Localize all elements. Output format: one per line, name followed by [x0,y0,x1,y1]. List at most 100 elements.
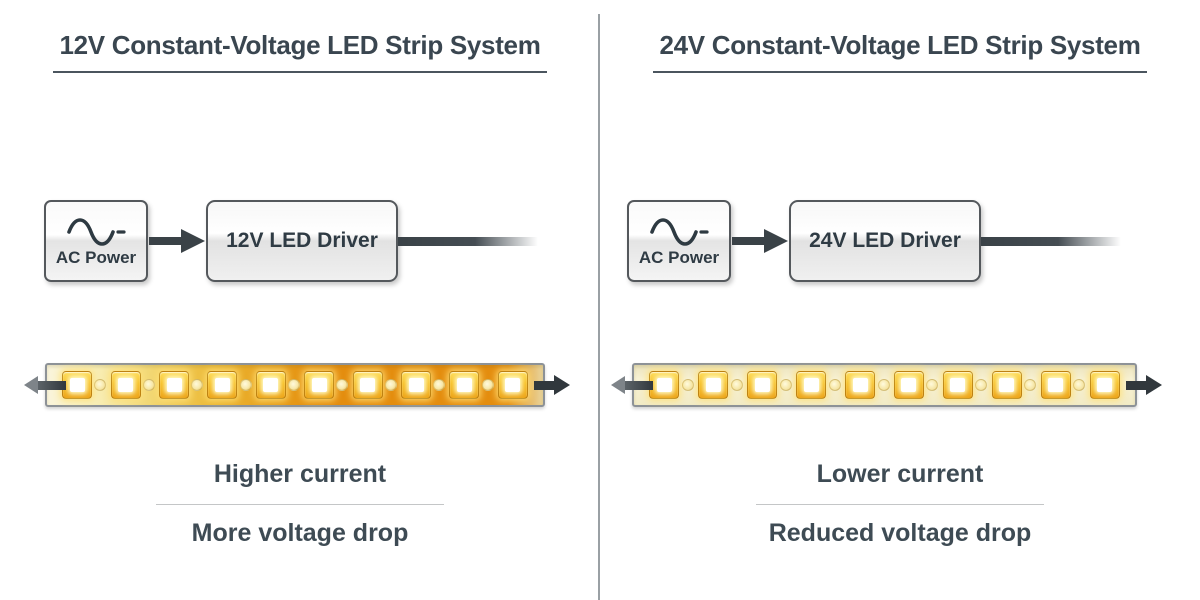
led-driver-box: 12V LED Driver [206,200,398,282]
led-core [705,378,721,392]
led-module [101,365,149,405]
led-driver-box: 24V LED Driver [789,200,981,282]
page-title-24v: 24V Constant-Voltage LED Strip System [653,30,1147,73]
led-core [118,378,134,392]
led-strip-24v [632,363,1137,407]
led-chip [649,371,680,399]
led-core [852,378,868,392]
led-module [295,365,343,405]
led-strip-row [24,363,570,407]
arrow-shaft [1126,380,1146,390]
panel-title-wrap: 24V Constant-Voltage LED Strip System [600,30,1200,73]
title-voltage-part: 12V Constant [59,30,222,60]
led-module [1031,365,1080,405]
led-driver-label: 12V LED Driver [226,229,378,252]
power-flow-row: AC Power 12V LED Driver [44,200,538,282]
led-module [247,365,295,405]
caption-current: Lower current [816,460,984,488]
sine-wave-icon [650,218,709,246]
led-chip [845,371,876,399]
led-core [803,378,819,392]
led-chip [497,371,528,399]
led-module [738,365,787,405]
arrow-shaft [625,380,653,390]
led-chip [1089,371,1120,399]
led-core [1097,378,1113,392]
arrow-right-icon [149,229,205,253]
led-module [343,365,391,405]
led-module [489,365,537,405]
led-module [787,365,836,405]
panel-12v-system: 12V Constant-Voltage LED Strip System AC… [0,0,600,600]
arrow-head [1146,375,1162,395]
led-strip-row [611,363,1162,407]
led-core [408,378,424,392]
arrow-head [611,376,625,394]
led-chip [747,371,778,399]
led-chip [62,371,93,399]
led-chip [401,371,432,399]
led-core [456,378,472,392]
arrow-shaft [38,380,66,390]
title-voltage-part: 24V Constant [659,30,822,60]
ac-power-box: AC Power [627,200,731,282]
led-module [933,365,982,405]
caption-divider [156,504,444,505]
led-core [360,378,376,392]
title-rest-part: -Voltage LED Strip System [822,30,1141,60]
ac-power-label: AC Power [638,248,720,267]
strip-continue-arrow-right-icon [534,375,570,395]
led-chip [1040,371,1071,399]
caption-block: Higher current More voltage drop [0,460,600,548]
led-module [392,365,440,405]
led-core [950,378,966,392]
center-divider [598,14,600,600]
led-driver-label: 24V LED Driver [809,229,961,252]
led-core [214,378,230,392]
led-core [311,378,327,392]
led-core [166,378,182,392]
panel-title-wrap: 12V Constant-Voltage LED Strip System [0,30,600,73]
caption-voltage: More voltage drop [191,519,409,547]
power-flow-row: AC Power 24V LED Driver [627,200,1121,282]
led-chip [352,371,383,399]
panel-24v-system: 24V Constant-Voltage LED Strip System AC… [600,0,1200,600]
led-chip [698,371,729,399]
led-core [656,378,672,392]
arrow-head [554,375,570,395]
caption-divider [756,504,1044,505]
led-module [689,365,738,405]
strip-feed-arrow-left-icon [24,376,66,394]
led-chip [207,371,238,399]
led-chip [893,371,924,399]
led-core [999,378,1015,392]
strip-feed-arrow-left-icon [611,376,653,394]
page-title-12v: 12V Constant-Voltage LED Strip System [53,30,547,73]
led-module [440,365,488,405]
ac-power-box: AC Power [44,200,148,282]
ac-power-label: AC Power [55,248,137,267]
led-core [505,378,521,392]
sine-wave-icon [67,218,126,246]
strip-continue-arrow-right-icon [1126,375,1162,395]
led-strip-12v [45,363,545,407]
led-chip [796,371,827,399]
led-module [836,365,885,405]
led-core [1048,378,1064,392]
led-module [1080,365,1129,405]
arrow-head [24,376,38,394]
led-chip [942,371,973,399]
led-chip [159,371,190,399]
led-chip [449,371,480,399]
led-module [982,365,1031,405]
caption-block: Lower current Reduced voltage drop [600,460,1200,548]
output-wire [398,236,538,246]
led-module [885,365,934,405]
led-module [198,365,246,405]
arrow-right-icon [732,229,788,253]
led-chip [991,371,1022,399]
title-rest-part: -Voltage LED Strip System [222,30,541,60]
output-wire [981,236,1121,246]
arrow-shaft [534,380,554,390]
